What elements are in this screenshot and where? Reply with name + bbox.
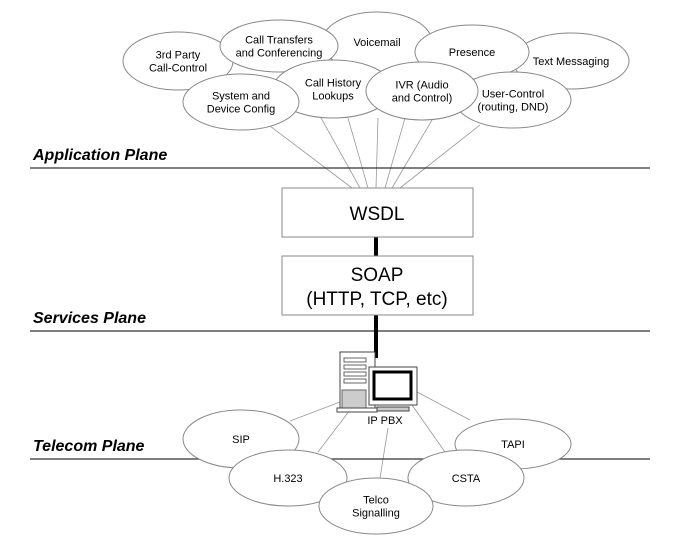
third-party-label: Call-Control	[149, 63, 207, 75]
presence-label: Presence	[449, 47, 495, 59]
connector-line	[375, 117, 379, 189]
node-user-control: User-Control(routing, DND)	[454, 71, 572, 129]
telecom-plane-label: Telecom Plane	[33, 438, 145, 455]
connector-line	[289, 401, 341, 422]
services-plane-label: Services Plane	[33, 310, 146, 327]
sip-label: SIP	[232, 434, 250, 446]
ivr-ellipse	[365, 61, 479, 121]
connector-line	[319, 115, 361, 189]
connector-line	[269, 125, 353, 189]
ivr-label: and Control)	[392, 93, 453, 105]
soap-box	[281, 255, 474, 316]
connector-line	[317, 409, 351, 453]
system-config-label: Device Config	[207, 104, 275, 116]
connector-line	[416, 391, 471, 421]
user-control-label: (routing, DND)	[478, 102, 549, 114]
telco-label: Telco	[363, 495, 389, 507]
connector-line	[347, 117, 369, 189]
voicemail-label: Voicemail	[353, 37, 400, 49]
pbx-server-icon	[336, 351, 418, 413]
third-party-label: 3rd Party	[156, 50, 201, 62]
h323-label: H.323	[273, 473, 302, 485]
wsdl-box	[281, 187, 474, 238]
call-transfers-label: Call Transfers	[245, 35, 313, 47]
call-transfers-ellipse	[219, 19, 339, 73]
call-history-label: Lookups	[312, 91, 354, 103]
tapi-label: TAPI	[501, 439, 525, 451]
connector-line	[391, 119, 433, 189]
csta-label: CSTA	[452, 473, 481, 485]
system-config-label: System and	[212, 91, 270, 103]
application-plane-label: Application Plane	[32, 147, 167, 164]
user-control-label: User-Control	[482, 89, 544, 101]
csta-ellipse	[407, 449, 525, 507]
soap-label: SOAP	[351, 265, 404, 286]
soap-protocols-label: (HTTP, TCP, etc)	[306, 289, 447, 310]
h323-ellipse	[228, 449, 348, 507]
call-transfers-label: and Conferencing	[236, 48, 323, 60]
connector-line	[384, 117, 406, 189]
system-config-ellipse	[182, 73, 300, 131]
node-csta: CSTA	[407, 449, 525, 507]
node-h323: H.323	[228, 449, 348, 507]
telco-ellipse	[318, 477, 434, 535]
connector-line	[379, 427, 389, 479]
ivr-label: IVR (Audio	[395, 80, 448, 92]
connector-line	[399, 124, 481, 189]
connector-line	[411, 404, 446, 453]
call-history-label: Call History	[305, 78, 362, 90]
connectors	[269, 115, 481, 479]
node-text-messaging: Text Messaging	[512, 32, 630, 90]
ip-pbx-label: IP PBX	[367, 415, 403, 427]
wsdl-label: WSDL	[350, 204, 405, 225]
text-messaging-label: Text Messaging	[533, 56, 609, 68]
telco-label: Signalling	[352, 508, 400, 520]
